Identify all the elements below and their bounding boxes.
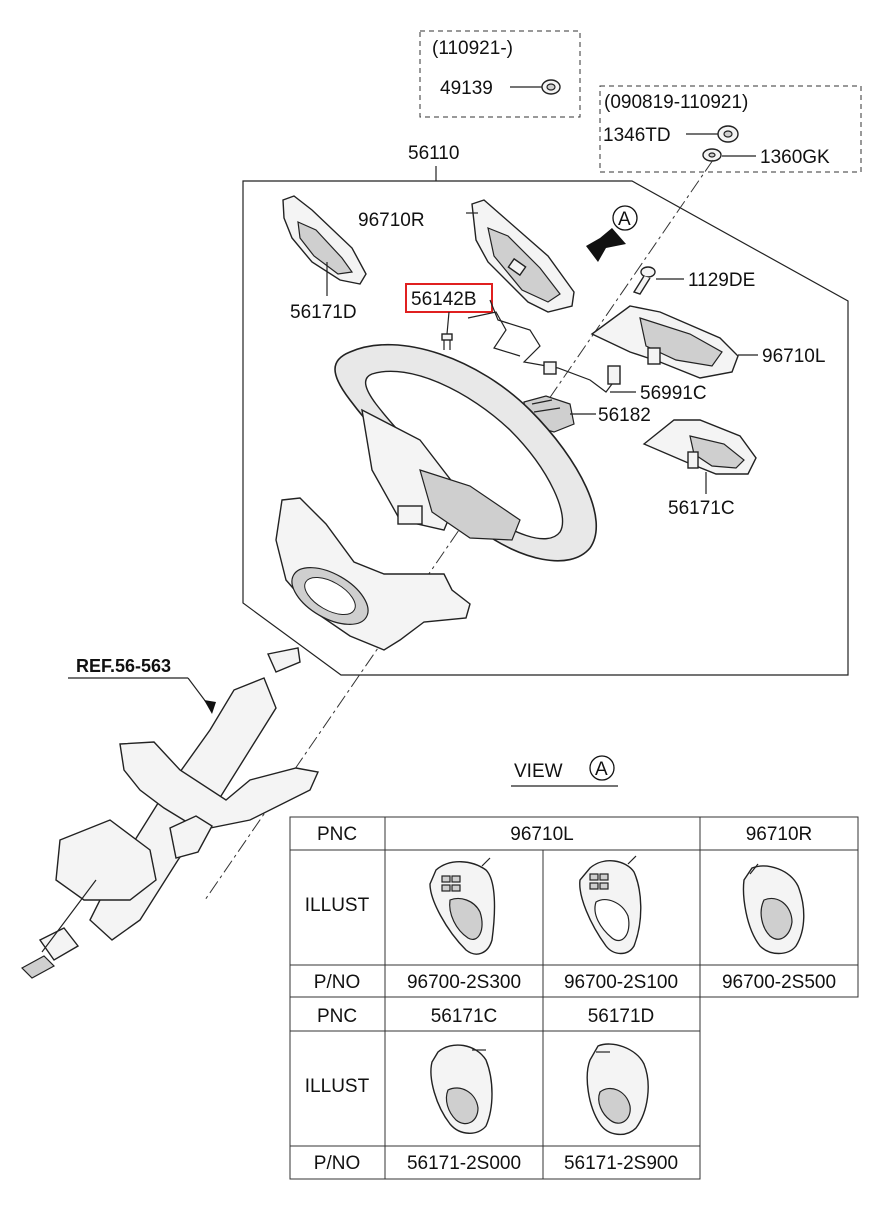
view-title-circle-icon bbox=[589, 755, 615, 781]
table-top-pnc-header: PNC bbox=[317, 824, 357, 845]
label-56171C[interactable]: 56171C bbox=[668, 498, 735, 519]
dashed-box-110921-title: (110921-) bbox=[432, 38, 513, 59]
table-bottom-group-56171C: 56171C bbox=[431, 1006, 498, 1027]
table-top-group-96710L: 96710L bbox=[510, 824, 573, 845]
label-1360GK[interactable]: 1360GK bbox=[760, 147, 830, 168]
view-title-marker: A bbox=[595, 759, 608, 780]
view-marker-A: A bbox=[618, 209, 631, 230]
cover-56171D-part bbox=[282, 195, 367, 296]
assembly-frame: 56110 bbox=[242, 143, 849, 676]
table-bottom-pnc-header: PNC bbox=[317, 1006, 357, 1027]
view-arrow-icon: A bbox=[586, 205, 638, 262]
view-title: VIEW bbox=[514, 761, 563, 782]
table-top-part-number[interactable]: 96700-2S100 bbox=[564, 972, 678, 993]
nut-1346TD-icon bbox=[717, 125, 739, 143]
label-96710L[interactable]: 96710L bbox=[762, 346, 825, 367]
nut-49139-icon bbox=[541, 79, 561, 95]
label-56991C[interactable]: 56991C bbox=[640, 383, 707, 404]
dashed-box-110921: (110921-) 49139 bbox=[419, 30, 581, 118]
cover-56171-2S000-icon bbox=[430, 1044, 493, 1134]
table-top-illust-header: ILLUST bbox=[305, 895, 370, 916]
table-bottom-group-56171D: 56171D bbox=[588, 1006, 655, 1027]
label-56142B[interactable]: 56142B bbox=[411, 289, 477, 310]
table-top-part-number[interactable]: 96700-2S500 bbox=[722, 972, 836, 993]
table-bottom-pno-header: P/NO bbox=[314, 1153, 360, 1174]
steering-column-part bbox=[21, 647, 320, 979]
steering-wheel-part bbox=[334, 343, 598, 562]
parts-table-top: PNC ILLUST P/NO 96710L 96710R 96700-2S30… bbox=[289, 816, 859, 998]
washer-1360GK-icon bbox=[702, 148, 722, 162]
switch-96710L-part bbox=[590, 305, 739, 379]
cover-56171C-part bbox=[642, 419, 757, 475]
lower-cover-part bbox=[275, 497, 471, 651]
label-96710R[interactable]: 96710R bbox=[358, 210, 425, 231]
label-56171D[interactable]: 56171D bbox=[290, 302, 357, 323]
label-49139[interactable]: 49139 bbox=[440, 78, 493, 99]
table-bottom-illust-header: ILLUST bbox=[305, 1076, 370, 1097]
switch-96700-2S100-icon bbox=[579, 855, 642, 955]
screw-56142B-icon bbox=[441, 333, 453, 350]
table-bottom-part-number[interactable]: 56171-2S000 bbox=[407, 1153, 521, 1174]
dashed-box-090819-title: (090819-110921) bbox=[604, 92, 748, 113]
bolt-1129DE-icon bbox=[632, 266, 656, 295]
table-top-part-number[interactable]: 96700-2S300 bbox=[407, 972, 521, 993]
label-56182[interactable]: 56182 bbox=[598, 405, 651, 426]
switch-96710R-part bbox=[466, 199, 575, 313]
table-top-pno-header: P/NO bbox=[314, 972, 360, 993]
label-1346TD[interactable]: 1346TD bbox=[603, 125, 671, 146]
label-1129DE[interactable]: 1129DE bbox=[688, 270, 755, 291]
table-top-group-96710R: 96710R bbox=[746, 824, 813, 845]
cover-56171-2S900-icon bbox=[586, 1043, 649, 1135]
harness-56991C-part bbox=[467, 299, 621, 393]
label-56110[interactable]: 56110 bbox=[408, 143, 459, 164]
dashed-box-090819: (090819-110921) 1346TD 1360GK bbox=[599, 85, 862, 173]
switch-96700-2S300-icon bbox=[429, 857, 496, 955]
parts-table-bottom: PNC ILLUST P/NO 56171C 56171D 56171-2S00… bbox=[289, 996, 701, 1180]
label-ref-56-563[interactable]: REF.56-563 bbox=[76, 656, 171, 676]
switch-96700-2S500-icon bbox=[742, 863, 805, 955]
table-bottom-part-number[interactable]: 56171-2S900 bbox=[564, 1153, 678, 1174]
